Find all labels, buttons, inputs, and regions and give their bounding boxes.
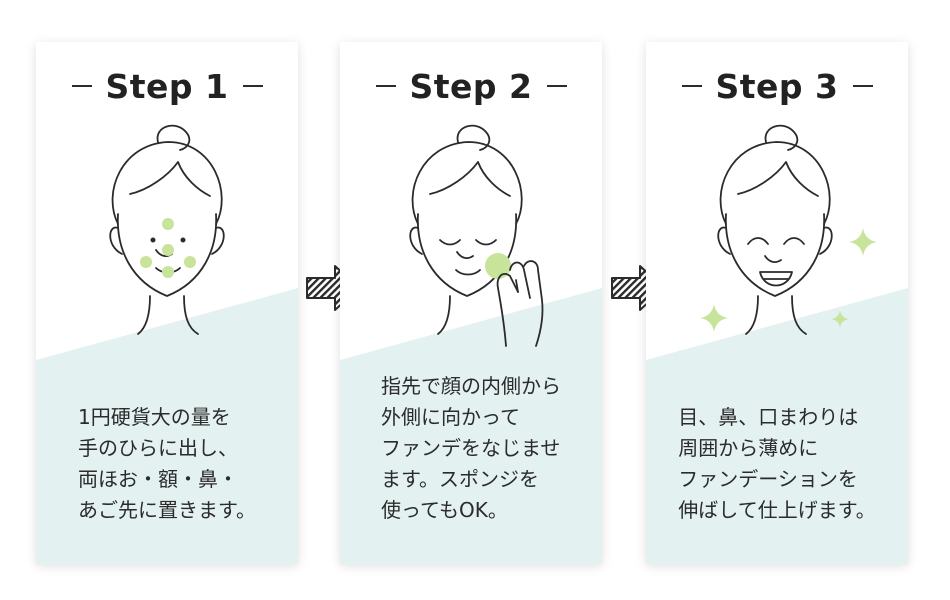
- step-2-line-5: 使ってもOK。: [381, 498, 508, 522]
- step-1-line-1: 1円硬貨大の量を: [78, 405, 231, 429]
- step-1-title: Step 1: [105, 66, 229, 106]
- step-3-line-2: 周囲から薄めに: [678, 436, 819, 460]
- step-1-heading: Step 1: [36, 64, 298, 108]
- sparkle-icon: [700, 228, 877, 332]
- step-3-line-3: ファンデーションを: [678, 467, 858, 491]
- step-3-line-1: 目、鼻、口まわりは: [678, 405, 859, 429]
- step-3-description: 目、鼻、口まわりは 周囲から薄めに ファンデーションを 伸ばして仕上げます。: [646, 402, 908, 526]
- dash-left: [681, 85, 702, 87]
- step-2-description: 指先で顔の内側から 外側に向かって ファンデをなじませ ます。スポンジを 使って…: [340, 371, 602, 526]
- dash-right: [546, 85, 567, 87]
- step-card-1: Step 1 1円硬貨大の量を 手のひらに出し、 両ほお・額・鼻・ あご先に置き…: [36, 42, 298, 564]
- step-card-2: Step 2 指先で顔の内側から 外側に向かって ファンデをなじませ ます。スポ…: [340, 42, 602, 564]
- step-2-line-1: 指先で顔の内側から: [381, 374, 561, 398]
- step-3-line-4: 伸ばして仕上げます。: [678, 498, 876, 522]
- step-1-description: 1円硬貨大の量を 手のひらに出し、 両ほお・額・鼻・ あご先に置きます。: [36, 402, 298, 526]
- step-2-line-4: ます。スポンジを: [381, 467, 539, 491]
- card-2-background: [340, 288, 602, 564]
- card-3-background: [646, 288, 908, 564]
- step-card-3: Step 3 目、鼻、口まわりは 周囲から薄めに ファンデーションを 伸ばして仕…: [646, 42, 908, 564]
- step-2-line-2: 外側に向かって: [381, 405, 520, 429]
- face-smiling-icon: [700, 124, 877, 335]
- step-2-title: Step 2: [409, 66, 533, 106]
- dash-left: [375, 85, 396, 87]
- step-1-line-2: 手のひらに出し、: [78, 436, 238, 460]
- dash-right: [852, 85, 873, 87]
- dash-left: [71, 85, 92, 87]
- dash-right: [242, 85, 263, 87]
- card-1-background: [36, 288, 298, 564]
- step-1-line-3: 両ほお・額・鼻・: [78, 467, 238, 491]
- step-1-line-4: あご先に置きます。: [78, 498, 256, 522]
- face-dots-icon: [109, 124, 225, 335]
- step-3-title: Step 3: [715, 66, 839, 106]
- step-2-line-3: ファンデをなじませ: [381, 436, 561, 460]
- step-3-heading: Step 3: [646, 64, 908, 108]
- step-2-heading: Step 2: [340, 64, 602, 108]
- face-blending-icon: [409, 124, 544, 347]
